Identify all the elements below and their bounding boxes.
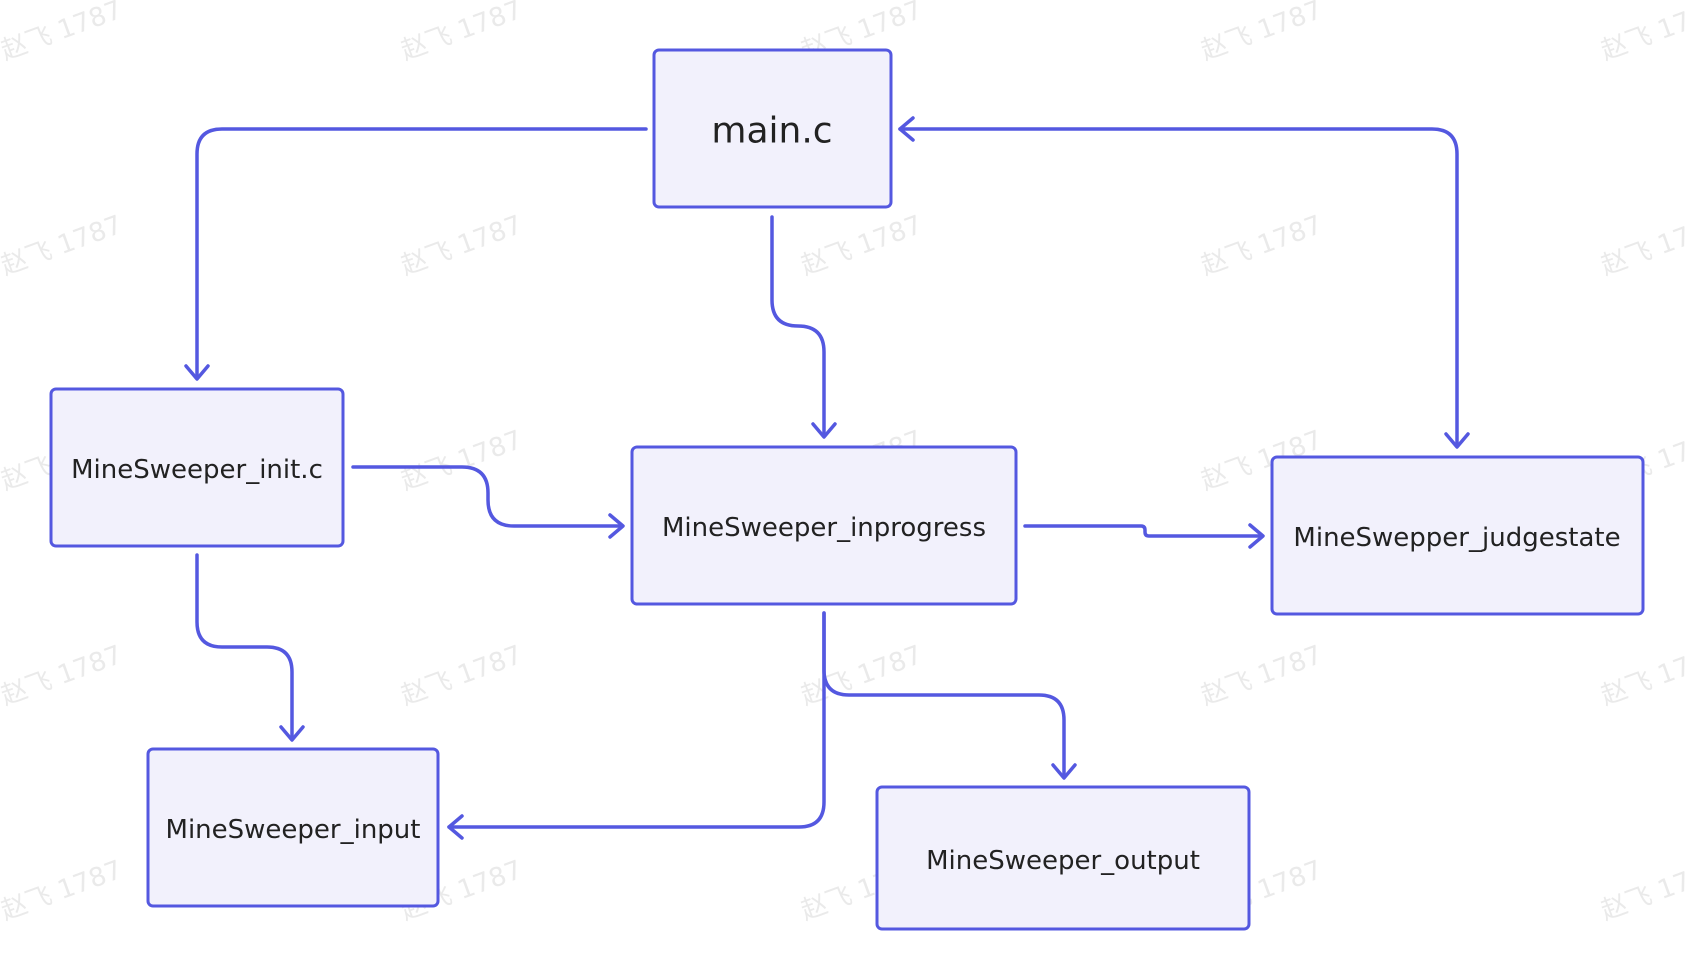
arrowhead (608, 513, 625, 539)
node-judgestate[interactable]: MineSwepper_judgestate (1270, 455, 1645, 616)
node-output[interactable]: MineSweeper_output (875, 785, 1251, 931)
edge-init-to-inprogress (351, 465, 624, 528)
watermark: 赵飞 1787 (397, 0, 526, 67)
node-box (875, 785, 1251, 931)
arrowhead (1444, 432, 1470, 449)
watermark: 赵飞 1787 (0, 855, 126, 926)
arrowhead (279, 725, 305, 742)
watermark: 赵飞 1787 (1597, 640, 1688, 711)
node-label: MineSweeper_input (166, 815, 421, 845)
node-box (1270, 455, 1645, 616)
arrowhead (1051, 763, 1077, 780)
watermark: 赵飞 1787 (1597, 855, 1688, 926)
watermark: 赵飞 1787 (0, 210, 126, 281)
edge-main-to-init (195, 127, 648, 380)
watermark: 赵飞 1787 (397, 210, 526, 281)
node-label: MineSweeper_inprogress (662, 513, 986, 543)
arrowhead (447, 814, 464, 840)
node-label: MineSweeper_output (926, 846, 1200, 876)
edge-judgestate-main (898, 127, 1459, 448)
watermark: 赵飞 1787 (1597, 210, 1688, 281)
arrowhead (811, 422, 837, 439)
node-label: MineSwepper_judgestate (1293, 523, 1620, 553)
edge-inprogress-to-output (822, 611, 1066, 779)
watermark: 赵飞 1787 (397, 425, 526, 496)
edge-inprogress-to-judgestate (1023, 524, 1264, 538)
watermark: 赵飞 1787 (0, 0, 126, 67)
arrowhead (184, 364, 210, 381)
arrowhead (898, 116, 915, 142)
node-box (652, 48, 893, 209)
node-init[interactable]: MineSweeper_init.c (49, 387, 345, 548)
watermark: 赵飞 1787 (397, 640, 526, 711)
watermark: 赵飞 1787 (0, 640, 126, 711)
watermark: 赵飞 1787 (797, 210, 926, 281)
node-box (49, 387, 345, 548)
watermark: 赵飞 1787 (1197, 640, 1326, 711)
watermark: 赵飞 1787 (1197, 210, 1326, 281)
node-box (630, 445, 1018, 606)
edge-init-to-input (195, 553, 294, 741)
edge-main-to-inprogress (770, 215, 826, 438)
watermark: 赵飞 1787 (797, 640, 926, 711)
watermark: 赵飞 1787 (1597, 0, 1688, 67)
node-label: main.c (711, 111, 832, 152)
edges (184, 116, 1470, 840)
edge-inprogress-to-input (447, 611, 826, 829)
node-main[interactable]: main.c (652, 48, 893, 209)
arrowhead (1248, 523, 1265, 549)
watermark: 赵飞 1787 (1197, 0, 1326, 67)
node-inprogress[interactable]: MineSweeper_inprogress (630, 445, 1018, 606)
node-box (146, 747, 440, 908)
node-input[interactable]: MineSweeper_input (146, 747, 440, 908)
node-label: MineSweeper_init.c (71, 455, 323, 485)
